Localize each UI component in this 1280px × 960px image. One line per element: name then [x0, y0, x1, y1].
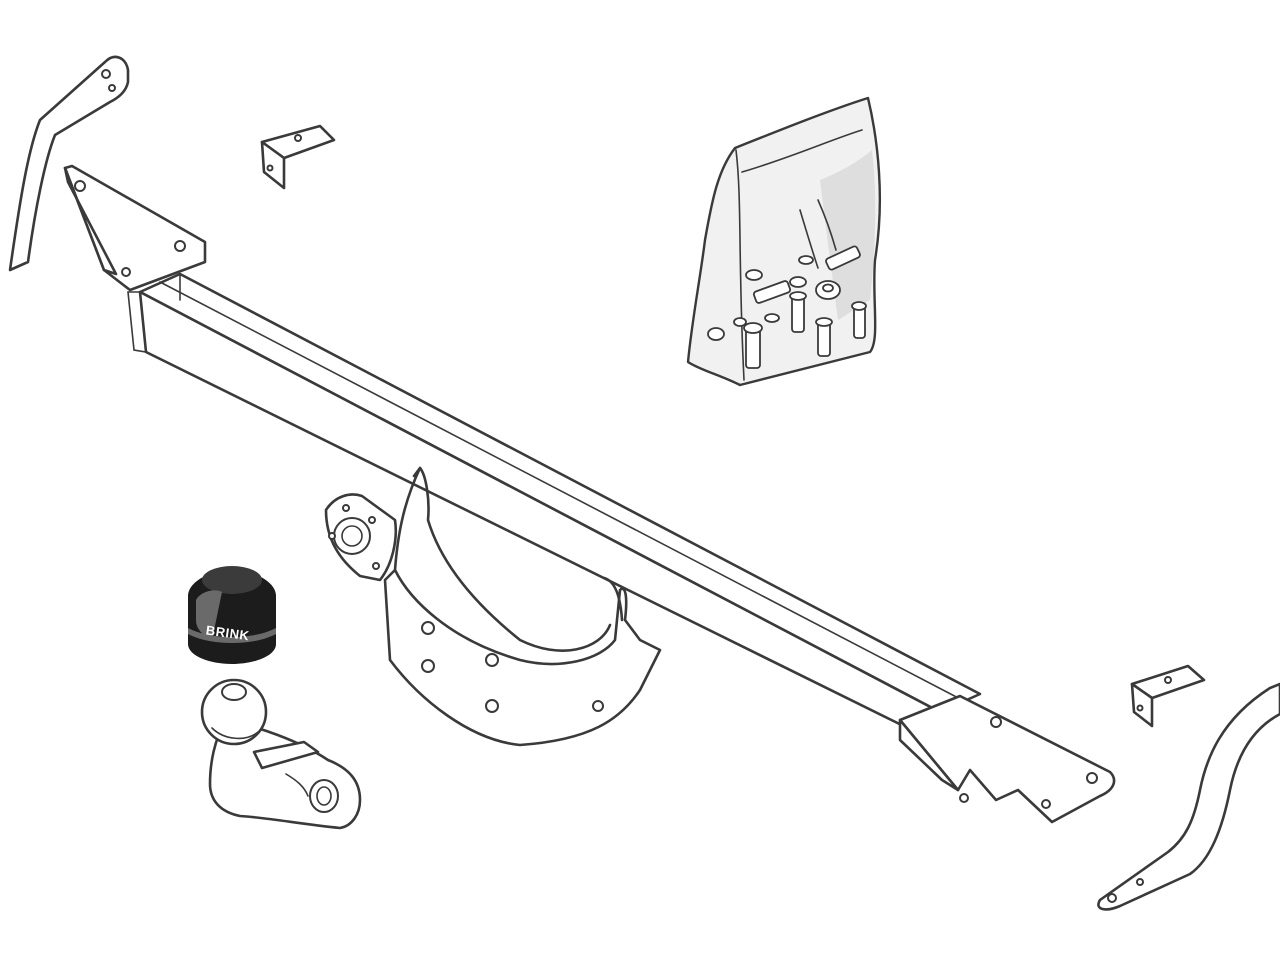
socket-plate — [324, 493, 397, 582]
mounting-bracket-left-plate — [63, 164, 207, 292]
bolt-icon — [789, 291, 807, 333]
crossbar — [127, 272, 982, 746]
bolt-icon — [851, 301, 867, 339]
ball-cap-brand-text: BRINK — [205, 622, 250, 643]
bolt-icon — [743, 322, 763, 369]
bolt-icon — [825, 245, 861, 271]
angle-bracket-left — [260, 124, 336, 190]
tow-ball — [200, 678, 362, 830]
mounting-bracket-right-plate — [898, 694, 1116, 824]
center-plate — [383, 466, 662, 747]
angle-bracket-right — [1130, 664, 1206, 728]
fixing-kit-bag — [686, 96, 882, 387]
mounting-bracket-right — [1097, 682, 1280, 911]
washer-icon — [707, 255, 814, 341]
ball-cover-cap: BRINK — [188, 566, 276, 664]
bolt-icon — [815, 317, 833, 357]
mounting-bracket-left — [8, 55, 130, 272]
bolt-icon — [752, 280, 792, 304]
nut-icon — [815, 280, 841, 300]
